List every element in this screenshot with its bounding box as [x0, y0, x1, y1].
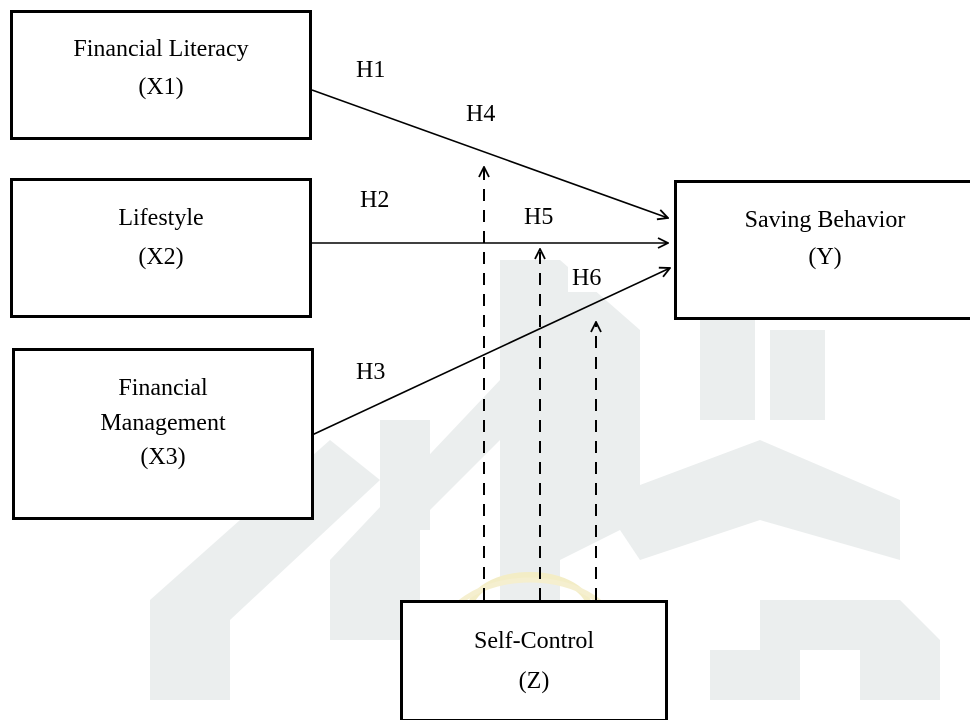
- node-lifestyle: Lifestyle (X2): [10, 178, 312, 318]
- node-y-code: (Y): [808, 244, 842, 270]
- node-x3-code: (X3): [140, 444, 186, 470]
- hypothesis-label-h1: H1: [352, 56, 390, 84]
- hypothesis-label-h2: H2: [356, 186, 394, 214]
- node-financial-literacy: Financial Literacy (X1): [10, 10, 312, 140]
- node-x1-code: (X1): [138, 74, 184, 100]
- node-x2-name: Lifestyle: [118, 205, 204, 231]
- node-self-control: Self-Control (Z): [400, 600, 668, 720]
- hypothesis-label-h6: H6: [568, 264, 606, 292]
- node-x2-code: (X2): [138, 244, 184, 270]
- node-x3-name-line1: Financial: [118, 375, 208, 401]
- node-saving-behavior: Saving Behavior (Y): [674, 180, 970, 320]
- hypothesis-label-h4: H4: [462, 100, 500, 128]
- node-z-name: Self-Control: [474, 628, 594, 654]
- hypothesis-label-h3: H3: [352, 358, 390, 386]
- node-x3-name-line2: Management: [100, 410, 226, 436]
- path-x3-to-y: [311, 268, 670, 436]
- node-financial-management: Financial Management (X3): [12, 348, 314, 520]
- node-x1-name: Financial Literacy: [73, 36, 249, 62]
- node-z-code: (Z): [518, 668, 550, 694]
- path-x1-to-y: [311, 89, 668, 218]
- node-y-name: Saving Behavior: [744, 207, 906, 233]
- hypothesis-label-h5: H5: [520, 203, 558, 231]
